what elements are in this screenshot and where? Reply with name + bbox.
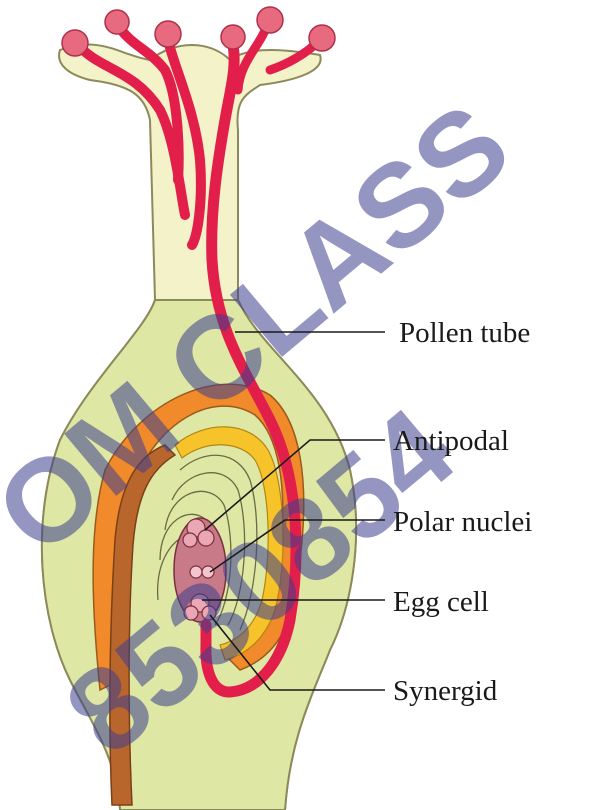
labels: Pollen tube Antipodal Polar nuclei Egg c… — [393, 317, 532, 707]
pollen-grain — [155, 21, 181, 47]
pollen-grain — [309, 25, 335, 51]
label-antipodal: Antipodal — [393, 425, 509, 457]
label-polar-nuclei: Polar nuclei — [393, 506, 532, 538]
label-pollen-tube: Pollen tube — [399, 317, 530, 349]
pollen-grain — [62, 30, 88, 56]
label-synergid: Synergid — [393, 675, 498, 707]
pollen-grain — [221, 25, 245, 49]
pollen-grain — [105, 10, 129, 34]
label-egg-cell: Egg cell — [393, 586, 489, 618]
pollen-grain — [257, 7, 283, 33]
antipodal-cell — [183, 533, 197, 547]
